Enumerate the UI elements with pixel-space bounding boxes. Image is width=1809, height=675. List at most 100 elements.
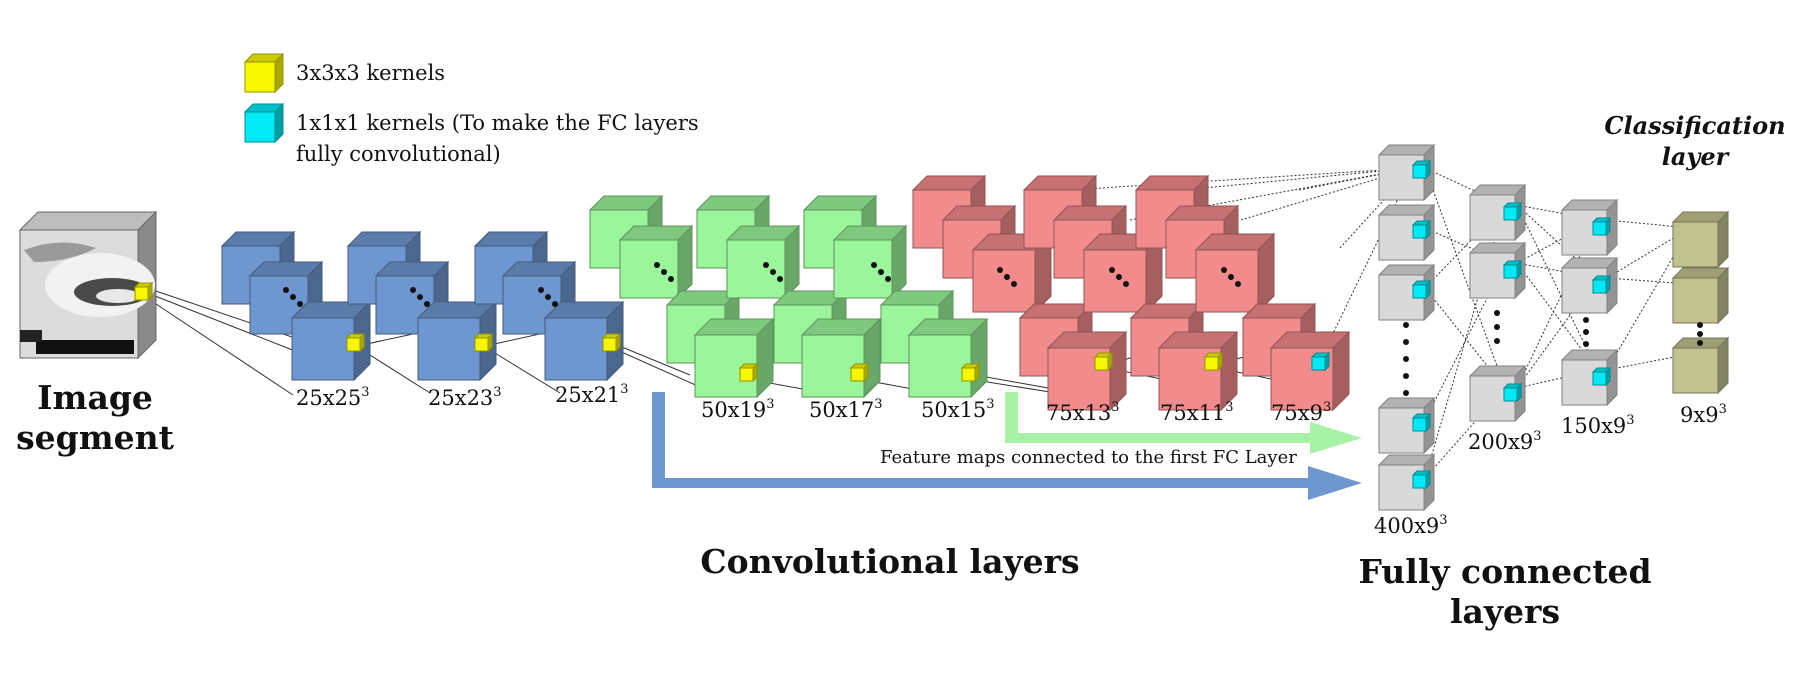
blue-dots-3: [538, 287, 558, 307]
green-cube-d-1: [693, 317, 775, 399]
fc150-kernel-1-front: [1592, 221, 1607, 236]
green-kernel-cube-3-front: [961, 367, 976, 382]
green-cube-d-3: [907, 317, 989, 399]
green-dots-3-3: [885, 276, 891, 282]
image-kernel-cube: [133, 281, 154, 302]
conv-blue-group-1: [220, 230, 372, 382]
layer-cubes: [18, 52, 1730, 512]
cls-dots-2: [1697, 331, 1703, 337]
fc200-kernel-3: [1502, 382, 1523, 403]
cls-cube-1-front: [1672, 221, 1719, 268]
fc150-kernel-2: [1591, 274, 1612, 295]
red-dots-2-2: [1116, 274, 1122, 280]
fc-dim-150: 150x93: [1561, 413, 1635, 438]
conv-red-group-1: [911, 174, 1128, 412]
fc200-kernel-1: [1502, 201, 1523, 222]
blue-dots-3-2: [545, 294, 551, 300]
fc150-kernel-1: [1591, 216, 1612, 237]
blue-dots-2-2: [417, 294, 423, 300]
conv-dim-7: 75x133: [1046, 400, 1120, 425]
fc200-dots-2: [1494, 324, 1500, 330]
fc200-kernel-3-front: [1503, 387, 1518, 402]
image-cortex: [24, 242, 96, 262]
green-arrow-head: [1310, 422, 1362, 454]
conv-green-group-1: [588, 194, 775, 399]
cls-cube-2: [1671, 266, 1730, 325]
dot-conn-fc2-fc3-1-1: [1516, 262, 1598, 279]
dot-conn-fc-in-2: [1182, 167, 1414, 191]
green-dots-1-2: [661, 269, 667, 275]
fc150-dots-2: [1583, 329, 1589, 335]
fc400-kernel-3: [1411, 279, 1432, 300]
fc200-dots-3: [1494, 338, 1500, 344]
green-cube-d-2: [800, 317, 882, 399]
blue-cube-mid-3-front: [502, 275, 562, 335]
cls-cube-1: [1671, 210, 1730, 269]
red-dots-1-3: [1011, 281, 1017, 287]
dot-conn-fc-in-1: [1070, 167, 1414, 191]
blue-dots-2-3: [424, 301, 430, 307]
legend-1x1x1-text-line2: fully convolutional): [296, 142, 501, 166]
blue-cube-front-1: [290, 300, 372, 382]
cls-cube-3-side: [1717, 336, 1729, 395]
fc400-dots-2: [1403, 339, 1409, 345]
fc400-kernel-5: [1411, 469, 1432, 490]
fc400-dots-extra: [1403, 373, 1409, 396]
dot-conn-fc2-fc3-2-0: [1516, 219, 1598, 389]
red-kernel-cube-3-front: [1311, 356, 1326, 371]
conv-dim-2: 25x233: [428, 385, 502, 410]
green-dots-1-3: [668, 276, 674, 282]
fc200-dots-1: [1494, 310, 1500, 316]
blue-kernel-cube-3-front: [602, 337, 617, 352]
green-dots-3: [871, 262, 891, 282]
conv-dim-6: 50x153: [921, 397, 995, 422]
fc400-dots-3: [1403, 356, 1409, 362]
green-cube-b-3: [832, 224, 908, 300]
fc400-kernel-2-front: [1412, 224, 1427, 239]
conv-dim-9: 75x93: [1271, 400, 1332, 425]
green-cube-b-1-front: [619, 239, 679, 299]
fc150-kernel-3-front: [1592, 371, 1607, 386]
cls-cube-3-front: [1672, 347, 1719, 394]
dot-conn-fc2-fc3-1-0: [1516, 219, 1598, 264]
fc400-dot-4: [1403, 373, 1409, 379]
red-dots-3-3: [1235, 281, 1241, 287]
red-cube-c-3: [1194, 232, 1276, 314]
fc200-kernel-1-front: [1503, 206, 1518, 221]
conv-blue-group-3: [473, 230, 625, 382]
red-dots-3-2: [1228, 274, 1234, 280]
green-cube-b-1: [618, 224, 694, 300]
conv-green-group-3: [802, 194, 989, 399]
fc400-kernel-1: [1411, 159, 1432, 180]
legend-3x3x3-text: 3x3x3 kernels: [296, 61, 446, 85]
green-dots-2-3: [777, 276, 783, 282]
conv-dim-8: 75x113: [1160, 400, 1234, 425]
red-kernel-cube-1-front: [1094, 356, 1109, 371]
fc-dim-9: 9x93: [1680, 402, 1727, 427]
blue-cube-front-3-front: [544, 317, 608, 381]
fc150-dots: [1583, 317, 1589, 347]
red-dots-3: [1221, 267, 1241, 287]
green-dots-1-1: [654, 262, 660, 268]
image-segment-label: Image segment: [10, 378, 180, 458]
feature-maps-note: Feature maps connected to the first FC L…: [880, 447, 1297, 468]
red-kernel-cube-2-front: [1204, 356, 1219, 371]
blue-cube-front-1-front: [291, 317, 355, 381]
image-segment-line2: segment: [16, 418, 174, 457]
blue-dots-3-3: [552, 301, 558, 307]
green-dots-2-1: [763, 262, 769, 268]
red-dots-3-1: [1221, 267, 1227, 273]
red-kernel-cube-1: [1093, 351, 1114, 372]
red-cube-c-2-front: [1083, 249, 1147, 313]
conn-green-6: [974, 379, 1051, 393]
red-dots-2-3: [1123, 281, 1129, 287]
conn-blue-5: [616, 344, 691, 376]
conv-red-group-3: [1134, 174, 1351, 412]
blue-kernel-cube-1-front: [346, 337, 361, 352]
fc400-kernel-1-front: [1412, 164, 1427, 179]
green-kernel-cube-1-front: [739, 367, 754, 382]
cls-cube-2-side: [1717, 266, 1729, 325]
fc150-cube-1: [1560, 198, 1619, 257]
conn-blue-4: [489, 349, 561, 394]
